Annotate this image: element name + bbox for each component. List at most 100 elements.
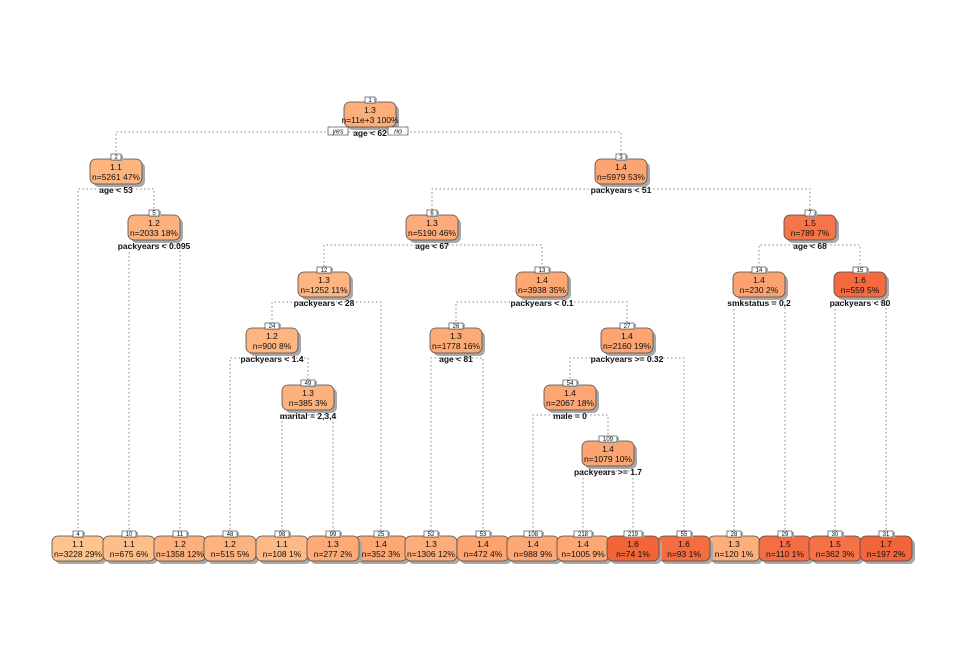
tree-node-26: 261.3n=1778 16%age < 81 [429,322,485,364]
tree-node-31: 311.7n=197 2% [859,530,915,564]
edge-2-5 [116,188,155,210]
node-stats: n=110 1% [766,549,804,559]
node-value: 1.6 [854,275,866,285]
node-value: 1.2 [174,539,186,549]
node-value: 1.1 [72,539,84,549]
node-stats: n=5190 46% [408,228,456,238]
node-stats: n=1306 12% [407,549,455,559]
yes-no-labels: yes no [327,126,409,136]
node-number-box [426,209,438,217]
tree-node-28: 281.3n=120 1% [707,530,763,564]
node-number: 53 [480,532,487,538]
node-stats: n=675 6% [110,549,149,559]
tree-node-53: 531.4n=472 4% [456,530,512,564]
node-split-rule: packyears < 28 [294,298,355,308]
node-stats: n=93 1% [667,549,701,559]
node-number: 7 [808,211,812,217]
yes-label: yes [332,129,344,136]
node-number: 109 [603,437,614,443]
node-split-rule: male = 0 [553,411,587,421]
node-number: 29 [782,532,789,538]
node-stats: n=197 2% [867,549,906,559]
node-number: 10 [126,532,133,538]
node-value: 1.5 [779,539,791,549]
node-value: 1.3 [728,539,740,549]
node-number: 28 [731,532,738,538]
node-value: 1.4 [602,444,614,454]
node-value: 1.3 [450,331,462,341]
node-value: 1.5 [804,218,816,228]
node-number: 4 [76,532,80,538]
node-value: 1.4 [375,539,387,549]
edge-12-24 [271,301,324,323]
node-number: 15 [857,268,864,274]
node-number: 52 [428,532,435,538]
tree-node-27: 271.4n=2160 19%packyears >= 0.32 [591,322,664,364]
tree-node-30: 301.5n=362 3% [808,530,864,564]
edge-5-10 [128,244,154,531]
node-stats: n=11e+3 100% [341,115,398,125]
node-number: 99 [330,532,337,538]
node-number-box [110,153,122,161]
node-split-rule: packyears < 0.095 [118,241,191,251]
node-value: 1.1 [110,162,122,172]
node-number-box [534,266,550,274]
node-value: 1.3 [302,388,314,398]
edge-6-13 [432,244,543,267]
node-stats: n=1252 11% [300,285,348,295]
node-split-rule: packyears < 0.1 [510,298,573,308]
edge-3-7 [621,188,811,210]
edge-12-25 [324,301,382,531]
edge-3-6 [431,188,621,210]
node-value: 1.2 [224,539,236,549]
node-split-rule: packyears < 1.4 [240,354,303,364]
node-number: 14 [756,268,763,274]
node-stats: n=559 5% [841,285,880,295]
node-value: 1.4 [564,388,576,398]
node-split-rule: packyears < 51 [591,185,652,195]
node-number: 31 [883,532,890,538]
node-value: 1.5 [829,539,841,549]
node-number-box [172,530,188,538]
node-stats: n=789 7% [791,228,830,238]
no-label: no [394,129,402,136]
node-stats: n=515 5% [211,549,250,559]
edge-49-98 [281,414,308,531]
node-number: 13 [539,268,546,274]
node-number-box [562,379,578,387]
node-number-box [852,266,868,274]
node-stats: n=385 3% [289,398,328,408]
edge-14-28 [733,301,759,531]
node-number-box [676,530,692,538]
node-split-rule: smkstatus = 0,2 [727,298,791,308]
tree-node-2: 21.1n=5261 47%age < 53 [89,153,145,195]
node-number: 54 [567,381,574,387]
node-number-box [523,530,543,538]
node-value: 1.3 [318,275,330,285]
node-number: 219 [628,532,639,538]
node-value: 1.2 [148,218,160,228]
edge-27-55 [627,357,685,531]
node-stats: n=2067 18% [546,398,594,408]
node-number-box [121,530,137,538]
edge-5-11 [154,244,181,531]
node-number: 11 [177,532,184,538]
node-split-rule: packyears >= 0.32 [591,354,664,364]
tree-node-55: 551.6n=93 1% [657,530,713,564]
edge-6-12 [323,244,432,267]
node-number: 98 [279,532,286,538]
node-stats: n=988 9% [514,549,553,559]
edge-7-14 [758,244,810,267]
node-number-box [300,379,316,387]
node-stats: n=3228 29% [54,549,102,559]
node-number: 27 [624,324,631,330]
node-number-box [777,530,793,538]
tree-node-13: 131.4n=3938 35%packyears < 0.1 [510,266,574,308]
node-stats: n=277 2% [314,549,353,559]
node-number-box [804,209,816,217]
node-number-box [325,530,341,538]
